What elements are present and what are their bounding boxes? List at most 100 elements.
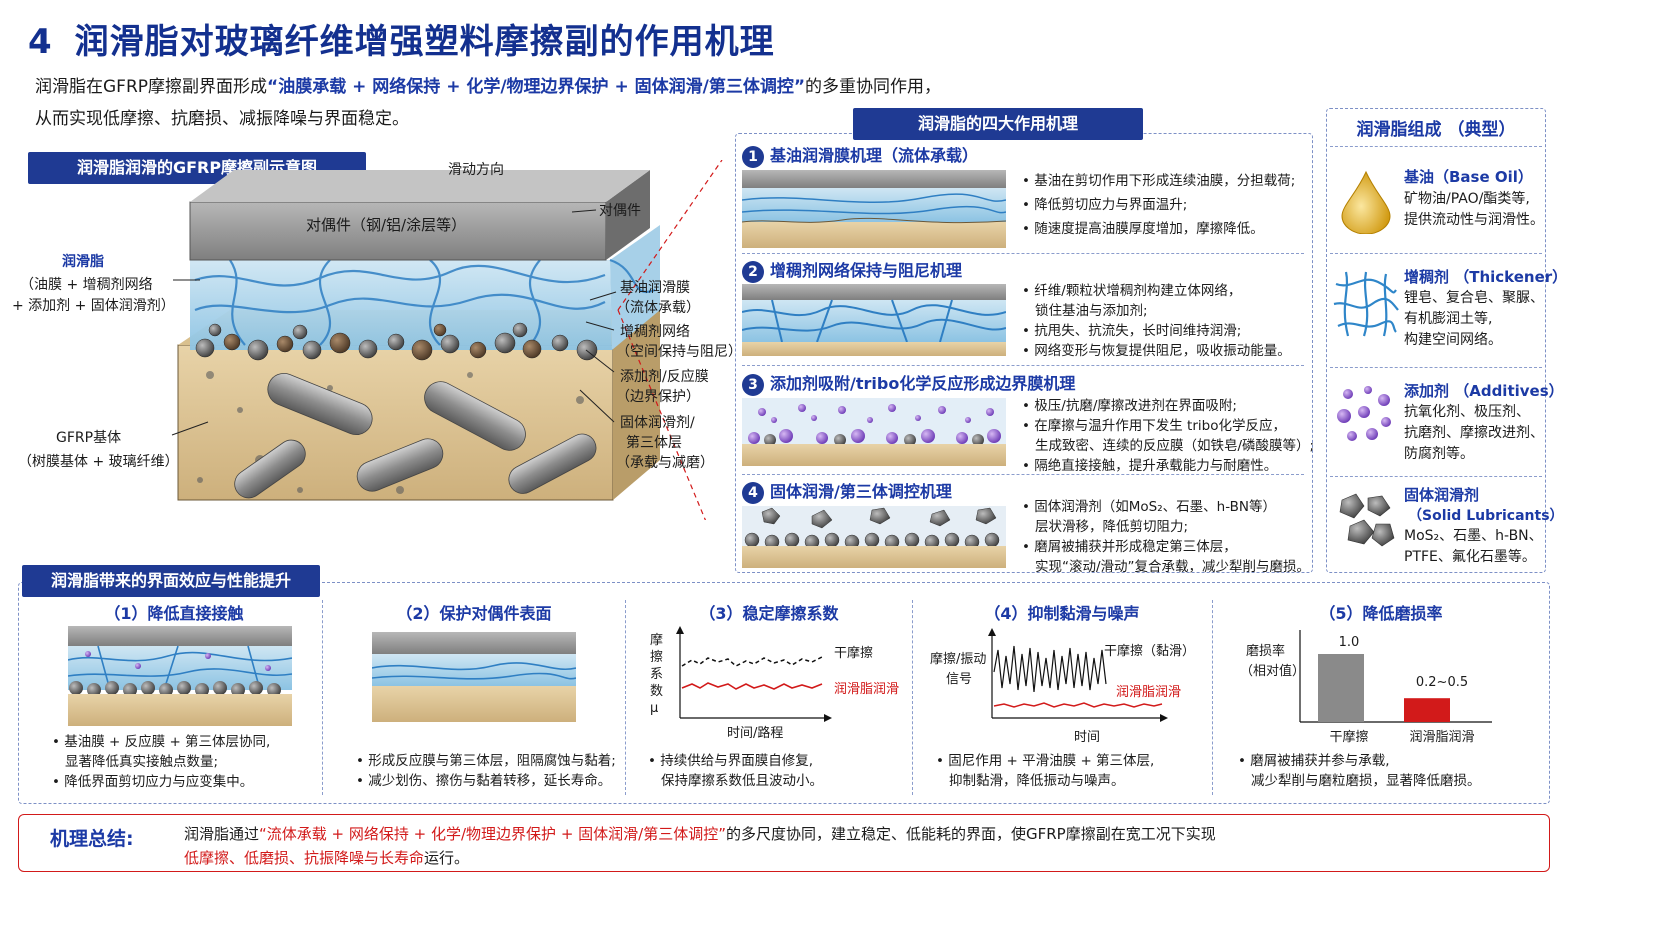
title-text: 润滑脂对玻璃纤维增强塑料摩擦副的作用机理 xyxy=(74,22,775,62)
bullet: 随速度提高油膜厚度增加，摩擦降低。 xyxy=(1022,219,1295,239)
effect-3-ylabel: 摩擦系数μ xyxy=(650,633,664,716)
effect-3-xlabel: 时间/路程 xyxy=(727,726,784,741)
bullet: 在摩擦与温升作用下发生 tribo化学反应， xyxy=(1022,416,1314,436)
bullet-continuation: 锁住基油与添加剂; xyxy=(1035,303,1148,319)
composition-solid-lubricant-desc2: PTFE、氟化石墨等。 xyxy=(1404,549,1536,565)
effect-3-friction-chart xyxy=(676,626,832,722)
mechanism-4-number: 4 xyxy=(742,481,764,504)
effect-1-bullets: 基油膜 + 反应膜 + 第三体层协同, 显著降低真实接触点数量; 降低界面剪切应… xyxy=(52,732,270,792)
effect-5-wear-chart xyxy=(1299,630,1492,723)
label-additive-film: 添加剂/反应膜 xyxy=(620,369,709,385)
composition-thickener-desc2: 有机膨润土等, xyxy=(1404,311,1493,327)
sliding-direction-label: 滑动方向 xyxy=(448,162,504,178)
bullet: 抗甩失、抗流失，长时间维持润滑; xyxy=(1022,321,1291,341)
bullet: 极压/抗磨/摩擦改进剂在界面吸附; xyxy=(1022,396,1314,416)
bullet: 网络变形与恢复提供阻尼，吸收振动能量。 xyxy=(1022,341,1291,361)
thickener-network-icon xyxy=(1333,271,1399,337)
composition-thickener-desc1: 锂皂、复合皂、聚脲、 xyxy=(1404,290,1544,306)
composition-header: 润滑脂组成 （典型） xyxy=(1356,120,1516,140)
label-base-oil-film: 基油润滑膜 xyxy=(620,280,690,296)
bullet-continuation: 实现“滚动/滑动”复合承载，减少犁削与磨损。 xyxy=(1035,559,1311,575)
label-thickener-network-sub: （空间保持与阻尼） xyxy=(616,344,742,360)
divider xyxy=(322,600,323,795)
counterpart-face-label: 对偶件（钢/铝/涂层等） xyxy=(306,216,467,234)
bullet-continuation: 减少犁削与磨粒磨损，显著降低磨损。 xyxy=(1251,773,1481,789)
mechanism-3-bullets: 极压/抗磨/摩擦改进剂在界面吸附; 在摩擦与温升作用下发生 tribo化学反应，… xyxy=(1022,396,1314,476)
effect-4-dry-label: 干摩擦（黏滑） xyxy=(1104,644,1196,659)
composition-solid-lubricant-name-en: （Solid Lubricants） xyxy=(1408,508,1564,524)
composition-panel xyxy=(1326,108,1546,573)
label-base-oil-film-sub: （流体承载） xyxy=(616,300,700,316)
bullet-continuation: 层状滑移，降低剪切阻力; xyxy=(1035,519,1189,535)
mechanism-1-title-text: 基油润滑膜机理（流体承载） xyxy=(770,146,979,165)
bullet: 磨屑被捕获并形成稳定第三体层， xyxy=(1022,537,1310,557)
effect-4-title: （4）抑制黏滑与噪声 xyxy=(984,604,1140,623)
composition-additives-desc3: 防腐剂等。 xyxy=(1404,446,1474,462)
intro-text: 润滑脂在GFRP摩擦副界面形成 xyxy=(35,77,268,97)
composition-base-oil-desc2: 提供流动性与润滑性。 xyxy=(1404,212,1544,228)
label-third-body-sub: （承载与减磨） xyxy=(616,455,714,471)
bar-category-label: 润滑脂润滑 xyxy=(1409,730,1475,745)
mechanism-4-bullets: 固体润滑剂（如MoS₂、石墨、h-BN等） 层状滑移，降低剪切阻力; 磨屑被捕获… xyxy=(1022,497,1310,577)
summary-highlight-2: 低摩擦、低磨损、抗振降噪与长寿命 xyxy=(184,849,425,867)
label-solid-lubricant: 固体润滑剂/ xyxy=(620,415,695,431)
summary-text-end: 运行。 xyxy=(424,849,470,867)
divider xyxy=(625,600,626,795)
mechanism-2-title-text: 增稠剂网络保持与阻尼机理 xyxy=(770,261,963,280)
grease-label-line2: + 添加剂 + 固体润滑剂） xyxy=(12,298,175,314)
mechanism-2-number: 2 xyxy=(742,260,764,283)
effects-panel xyxy=(18,582,1550,804)
effect-3-title: （3）稳定摩擦系数 xyxy=(699,604,839,623)
mechanism-4-illustration xyxy=(742,506,1006,568)
bullet-continuation: 抑制黏滑，降低振动与噪声。 xyxy=(949,773,1125,789)
bullet: 降低界面剪切应力与应变集中。 xyxy=(52,772,270,792)
composition-base-oil-name: 基油（Base Oil） xyxy=(1404,168,1533,186)
composition-thickener-name: 增稠剂 （Thickener） xyxy=(1404,268,1568,286)
divider xyxy=(1330,253,1542,254)
base-oil-drop-icon xyxy=(1341,170,1391,234)
intro-line-1: 润滑脂在GFRP摩擦副界面形成“油膜承载 + 网络保持 + 化学/物理边界保护 … xyxy=(35,72,941,97)
gfrp-base-sub: （树膜基体 + 玻璃纤维） xyxy=(18,454,179,470)
gfrp-base-title: GFRP基体 xyxy=(56,430,122,446)
composition-thickener-desc3: 构建空间网络。 xyxy=(1404,332,1502,348)
bullet: 固体润滑剂（如MoS₂、石墨、h-BN等） xyxy=(1022,497,1310,517)
composition-additives-desc2: 抗磨剂、摩擦改进剂、 xyxy=(1404,425,1544,441)
label-additive-film-sub: （边界保护） xyxy=(616,389,700,405)
bullet: 磨屑被捕获并参与承载, xyxy=(1238,751,1481,771)
composition-solid-lubricant-name: 固体润滑剂 xyxy=(1404,486,1480,504)
divider xyxy=(742,474,1304,475)
counterpart-label: 对偶件 xyxy=(599,203,641,219)
summary-text-line2: 低摩擦、低磨损、抗振降噪与长寿命运行。 xyxy=(184,846,469,870)
mechanism-3-number: 3 xyxy=(742,373,764,396)
effect-1-illustration xyxy=(68,626,292,726)
effect-4-lub-label: 润滑脂润滑 xyxy=(1116,685,1182,700)
mechanism-3-illustration xyxy=(742,398,1006,466)
mechanism-4-title-text: 固体润滑/第三体调控机理 xyxy=(770,482,952,501)
effect-3-dry-label: 干摩擦 xyxy=(834,646,874,661)
bullet-continuation: 显著降低真实接触点数量; xyxy=(65,754,219,770)
composition-additives-name: 添加剂 （Additives） xyxy=(1404,382,1564,400)
divider xyxy=(1330,476,1542,477)
effect-5-bullets: 磨屑被捕获并参与承载, 减少犁削与磨粒磨损，显著降低磨损。 xyxy=(1238,751,1481,791)
divider xyxy=(742,365,1304,366)
solid-lubricant-particles-icon xyxy=(1339,493,1395,547)
grease-label-line1: （油膜 + 增稠剂网络 xyxy=(20,277,153,293)
summary-text: 润滑脂通过 xyxy=(184,825,260,843)
bullet-continuation: 生成致密、连续的反应膜（如铁皂/磷酸膜等）; xyxy=(1035,438,1315,454)
summary-box xyxy=(18,814,1550,872)
effect-4-stickslip-chart xyxy=(988,628,1168,722)
effect-4-ylabel-2: 信号 xyxy=(946,672,973,687)
mechanism-1-illustration xyxy=(742,170,1006,248)
divider xyxy=(1330,146,1542,147)
bullet: 减少划伤、擦伤与黏着转移，延长寿命。 xyxy=(356,771,616,791)
bar-value-label: 0.2~0.5 xyxy=(1415,675,1469,690)
summary-text-line1: 润滑脂通过“流体承载 + 网络保持 + 化学/物理边界保护 + 固体润滑/第三体… xyxy=(184,822,1216,846)
mechanism-2-title: 2 增稠剂网络保持与阻尼机理 xyxy=(742,257,962,283)
effect-1-title: （1）降低直接接触 xyxy=(104,604,244,623)
effect-2-title: （2）保护对偶件表面 xyxy=(396,604,552,623)
effect-2-illustration xyxy=(372,632,576,722)
effect-5-ylabel-2: （相对值） xyxy=(1240,664,1306,679)
effect-3-lub-label: 润滑脂润滑 xyxy=(834,682,900,697)
mechanism-2-bullets: 纤维/颗粒状增稠剂构建立体网络， 锁住基油与添加剂; 抗甩失、抗流失，长时间维持… xyxy=(1022,281,1291,361)
effect-5-ylabel-1: 磨损率 xyxy=(1246,644,1286,659)
